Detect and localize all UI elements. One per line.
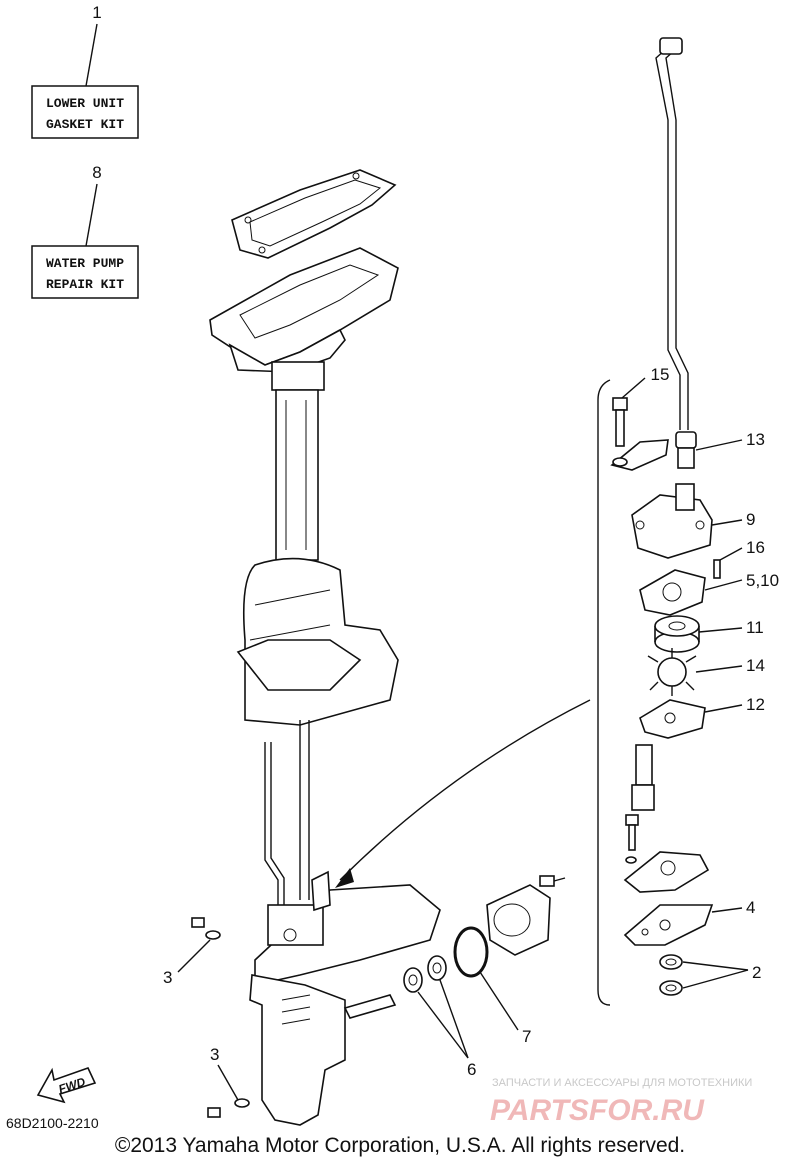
insert-cartridge-11 — [654, 615, 700, 653]
kit-gasket-box — [31, 85, 139, 139]
kit-gasket-line1: LOWER UNIT — [46, 96, 124, 111]
pump-location-arrow — [339, 699, 591, 881]
kit-gasket-leader — [85, 23, 98, 87]
gasket-4 — [623, 904, 714, 946]
copyright-notice: ©2013 Yamaha Motor Corporation, U.S.A. A… — [114, 1134, 686, 1157]
bolt-15 — [612, 397, 628, 447]
callout-15: 15 — [651, 365, 670, 384]
impeller-14 — [647, 648, 697, 696]
bushings-6 — [403, 955, 447, 993]
callout-16: 16 — [746, 538, 765, 557]
drain-screw-lower — [207, 1098, 250, 1118]
callout-5-10: 5,10 — [746, 571, 779, 590]
gasket-5-10 — [639, 569, 706, 616]
callout-4: 4 — [746, 898, 755, 917]
propeller-cap — [486, 875, 566, 956]
callout-6: 6 — [467, 1060, 476, 1079]
callout-13: 13 — [746, 430, 765, 449]
driveshaft — [264, 720, 310, 910]
callout-3-upper: 3 — [163, 968, 172, 987]
kit-pump-box — [31, 245, 139, 299]
kit-pump-number: 8 — [92, 163, 101, 182]
kit-gasket-number: 1 — [92, 3, 101, 22]
kit-pump-line1: WATER PUMP — [46, 256, 124, 271]
callout-14: 14 — [746, 656, 765, 675]
pump-housing-9 — [631, 483, 713, 559]
kit-pump-leader — [85, 183, 98, 247]
water-tube — [655, 37, 689, 430]
upper-gasket — [231, 169, 397, 259]
pin-16 — [713, 559, 721, 579]
pump-location-arrowhead — [335, 868, 354, 888]
watermark-logo: PARTSFOR.RU — [490, 1094, 705, 1127]
callout-2: 2 — [752, 963, 761, 982]
washer — [612, 457, 628, 467]
shaft-coupling — [631, 744, 655, 811]
callout-12: 12 — [746, 695, 765, 714]
callout-9: 9 — [746, 510, 755, 529]
exploded-parts-diagram: 1 LOWER UNIT GASKET KIT 8 WATER PUMP REP… — [6, 3, 779, 1131]
diagram-code: 68D2100-2210 — [6, 1115, 99, 1131]
callout-leaders — [177, 377, 749, 1101]
oil-seals-2 — [659, 954, 683, 996]
callout-3-lower: 3 — [210, 1045, 219, 1064]
outer-plate-12 — [639, 699, 706, 739]
lower-bolt-head — [625, 814, 639, 826]
callout-7: 7 — [522, 1027, 531, 1046]
pump-detail-bracket — [597, 379, 611, 1006]
lower-bolt — [628, 824, 636, 851]
upper-casing — [209, 247, 399, 726]
lower-washer — [625, 856, 637, 864]
kit-gasket-line2: GASKET KIT — [46, 117, 124, 132]
grommet-13 — [675, 431, 697, 469]
fwd-arrow-icon — [36, 1067, 97, 1104]
watermark-tagline: ЗАПЧАСТИ И АКСЕССУАРЫ ДЛЯ МОТОТЕХНИКИ — [492, 1077, 752, 1089]
callout-11: 11 — [746, 618, 764, 637]
lower-casing — [249, 870, 441, 1126]
kit-pump-line2: REPAIR KIT — [46, 277, 124, 292]
drain-screw-upper — [191, 917, 221, 940]
o-ring-7 — [453, 926, 489, 978]
pump-base — [623, 851, 710, 893]
